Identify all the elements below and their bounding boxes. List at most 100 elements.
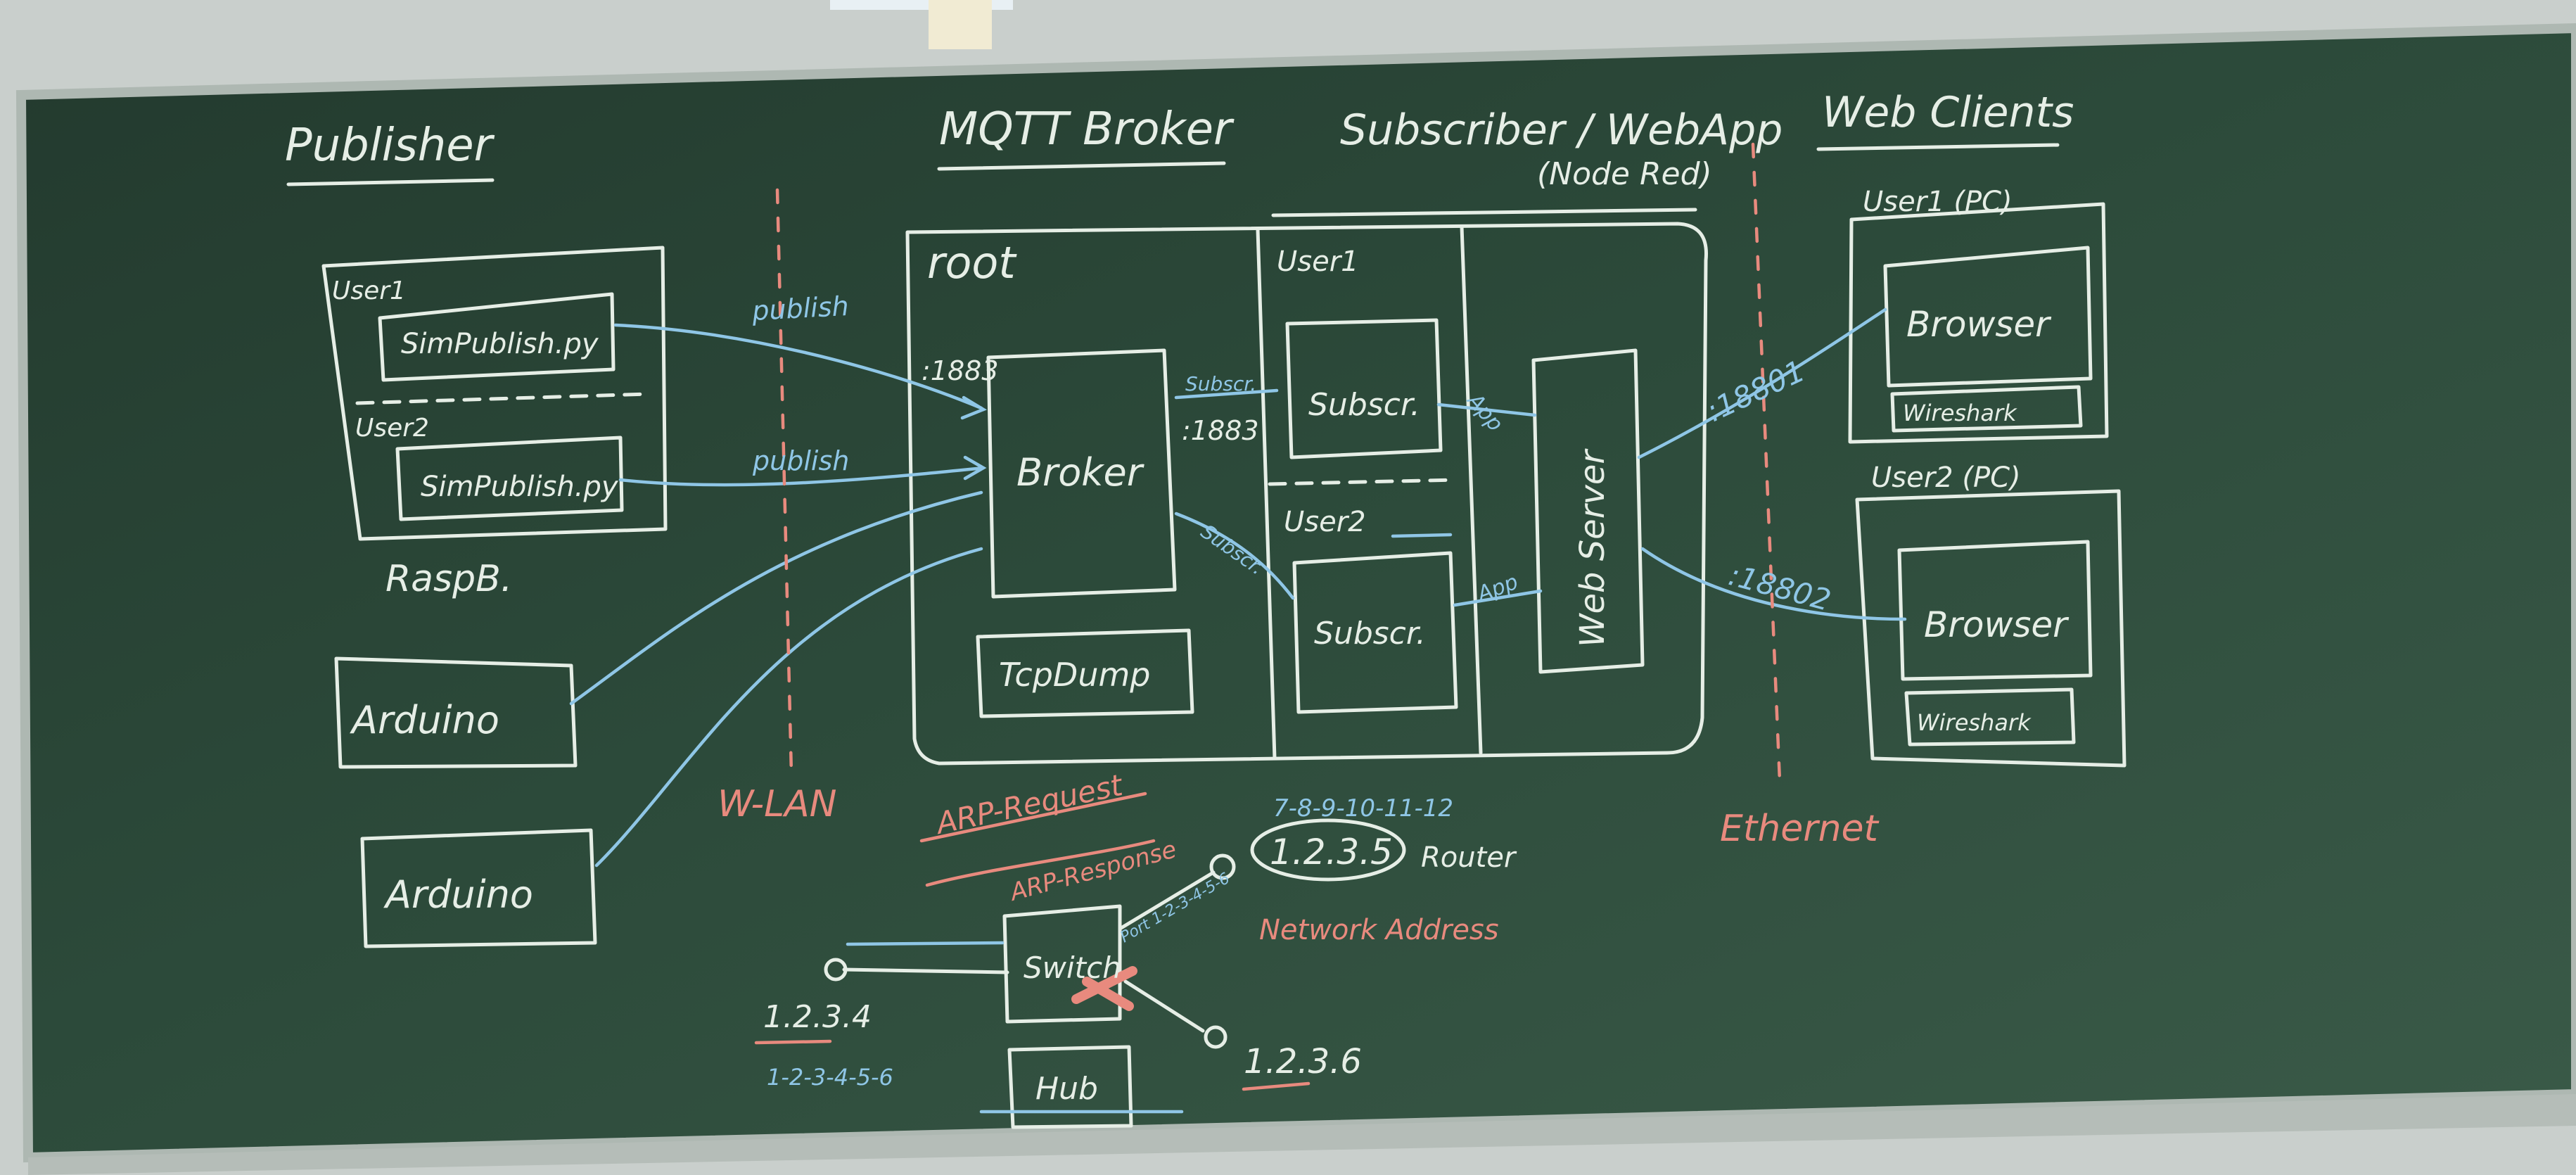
- broker-root: root: [927, 237, 1017, 288]
- publisher-user2: User2: [355, 414, 429, 443]
- arp-response-arrow: [925, 839, 1156, 887]
- ethernet-label: Ethernet: [1720, 808, 1880, 850]
- client1-browser: Browser: [1906, 304, 2052, 345]
- clients-underline: [1816, 143, 2060, 151]
- separator-2: [1460, 224, 1483, 755]
- broker-label: Broker: [1016, 450, 1144, 495]
- client2-box: [1855, 489, 2127, 768]
- host1-ip: 1.2.3.4: [763, 999, 872, 1035]
- wireshark1-box: [1890, 385, 2083, 433]
- root-container: [905, 222, 1708, 766]
- browser1-box: [1883, 246, 2093, 388]
- arduino2-box: [360, 828, 597, 948]
- router-node: [1209, 853, 1236, 880]
- subscriber-user-separator: [1268, 478, 1458, 486]
- blocked-port-mark: [1071, 966, 1137, 1011]
- heading-subscriber-sub: (Node Red): [1537, 156, 1712, 192]
- chalkboard: [15, 23, 2576, 1163]
- host1-mac: 1-2-3-4-5-6: [767, 1064, 893, 1091]
- host1-arrow: [846, 941, 1005, 946]
- publisher-script2: SimPublish.py: [421, 471, 619, 503]
- hub-box: [1007, 1045, 1133, 1129]
- broker-underline: [937, 161, 1226, 171]
- arduino2-link: [594, 547, 983, 868]
- publisher-device: RaspB.: [385, 558, 512, 600]
- subscribe-link1: [1174, 388, 1279, 400]
- heading-subscriber: Subscriber / WebApp: [1340, 106, 1783, 155]
- client2-wireshark: Wireshark: [1917, 709, 2032, 736]
- separator-1: [1256, 227, 1277, 761]
- wlan-label: W-LAN: [718, 783, 837, 825]
- client1-wireshark: Wireshark: [1903, 400, 2017, 426]
- arduino2-label: Arduino: [383, 872, 533, 917]
- switch-box: [1002, 904, 1122, 1024]
- script1-box: [378, 292, 616, 382]
- magnet-note: [929, 0, 992, 49]
- publish2-arrow: [618, 466, 986, 487]
- router-ip: 1.2.3.5: [1270, 832, 1393, 872]
- host2-underline: [1242, 1081, 1311, 1091]
- host2-node: [1204, 1025, 1228, 1049]
- hub-label: Hub: [1035, 1071, 1098, 1107]
- arp-request-arrow: [919, 792, 1147, 843]
- subscribe-label1: Subscr.: [1185, 372, 1256, 395]
- subscr2-box: [1292, 551, 1458, 714]
- subscriber-user1: User1: [1277, 246, 1359, 278]
- publish1-arrowhead: [960, 395, 988, 420]
- user-separator: [355, 392, 649, 405]
- publish1-arrow: [613, 323, 983, 410]
- host2-ip: 1.2.3.6: [1244, 1042, 1362, 1081]
- broker-port-sub: :1883: [1182, 415, 1259, 446]
- publisher-user1: User1: [332, 277, 406, 305]
- router-ip-ellipse: [1250, 818, 1406, 882]
- client1-user: User1 (PC): [1863, 186, 2013, 218]
- subscr1-box: [1285, 318, 1443, 459]
- host1-underline: [754, 1039, 832, 1045]
- switch-label: Switch: [1024, 951, 1121, 985]
- heading-clients: Web Clients: [1822, 88, 2074, 137]
- client2-browser: Browser: [1924, 604, 2070, 645]
- client1-link: [1637, 307, 1887, 459]
- webserver-box: [1531, 348, 1645, 674]
- subscribe-link2: [1174, 512, 1295, 600]
- subscriber-user2: User2: [1284, 506, 1366, 538]
- wireshark2-box: [1904, 687, 2076, 747]
- user2-arrow: [1391, 533, 1453, 538]
- app-link1: [1436, 402, 1537, 417]
- publish1-label: publish: [751, 291, 849, 326]
- arduino1-box: [334, 656, 578, 769]
- client2-link: [1640, 547, 1907, 621]
- script2-box: [395, 436, 624, 521]
- tcpdump-box: [976, 628, 1194, 718]
- webserver-label: Web Server: [1573, 448, 1612, 647]
- broker-port-in: :1883: [922, 355, 999, 386]
- arduino1-label: Arduino: [350, 698, 499, 742]
- network-address-label: Network Address: [1259, 914, 1499, 946]
- heading-broker: MQTT Broker: [939, 103, 1235, 155]
- publish2-label: publish: [752, 445, 849, 476]
- host2-link: [1123, 979, 1205, 1033]
- ethernet-divider: [1751, 142, 1782, 783]
- subscriber-subscr2: Subscr.: [1314, 616, 1426, 652]
- host1-link: [842, 967, 1009, 974]
- tcpdump-label: TcpDump: [999, 656, 1151, 694]
- broker-box: [986, 348, 1177, 599]
- router-mac: 7-8-9-10-11-12: [1273, 794, 1453, 823]
- publisher-script1: SimPublish.py: [401, 328, 599, 360]
- raspb-box: [321, 246, 668, 541]
- wlan-divider: [775, 188, 793, 776]
- router-label: Router: [1421, 841, 1517, 874]
- router-link: [1118, 870, 1216, 931]
- heading-publisher: Publisher: [285, 120, 495, 172]
- host1-node: [824, 958, 848, 982]
- client1-box: [1848, 202, 2109, 444]
- subscriber-subscr1: Subscr.: [1308, 387, 1420, 423]
- subscriber-underline: [1271, 208, 1697, 217]
- arduino1-link: [569, 490, 983, 706]
- chalk-tray: [28, 1094, 2576, 1175]
- publish2-arrowhead: [963, 455, 987, 481]
- browser2-box: [1897, 540, 2093, 681]
- app-link2: [1453, 589, 1543, 607]
- client2-user: User2 (PC): [1871, 462, 2021, 494]
